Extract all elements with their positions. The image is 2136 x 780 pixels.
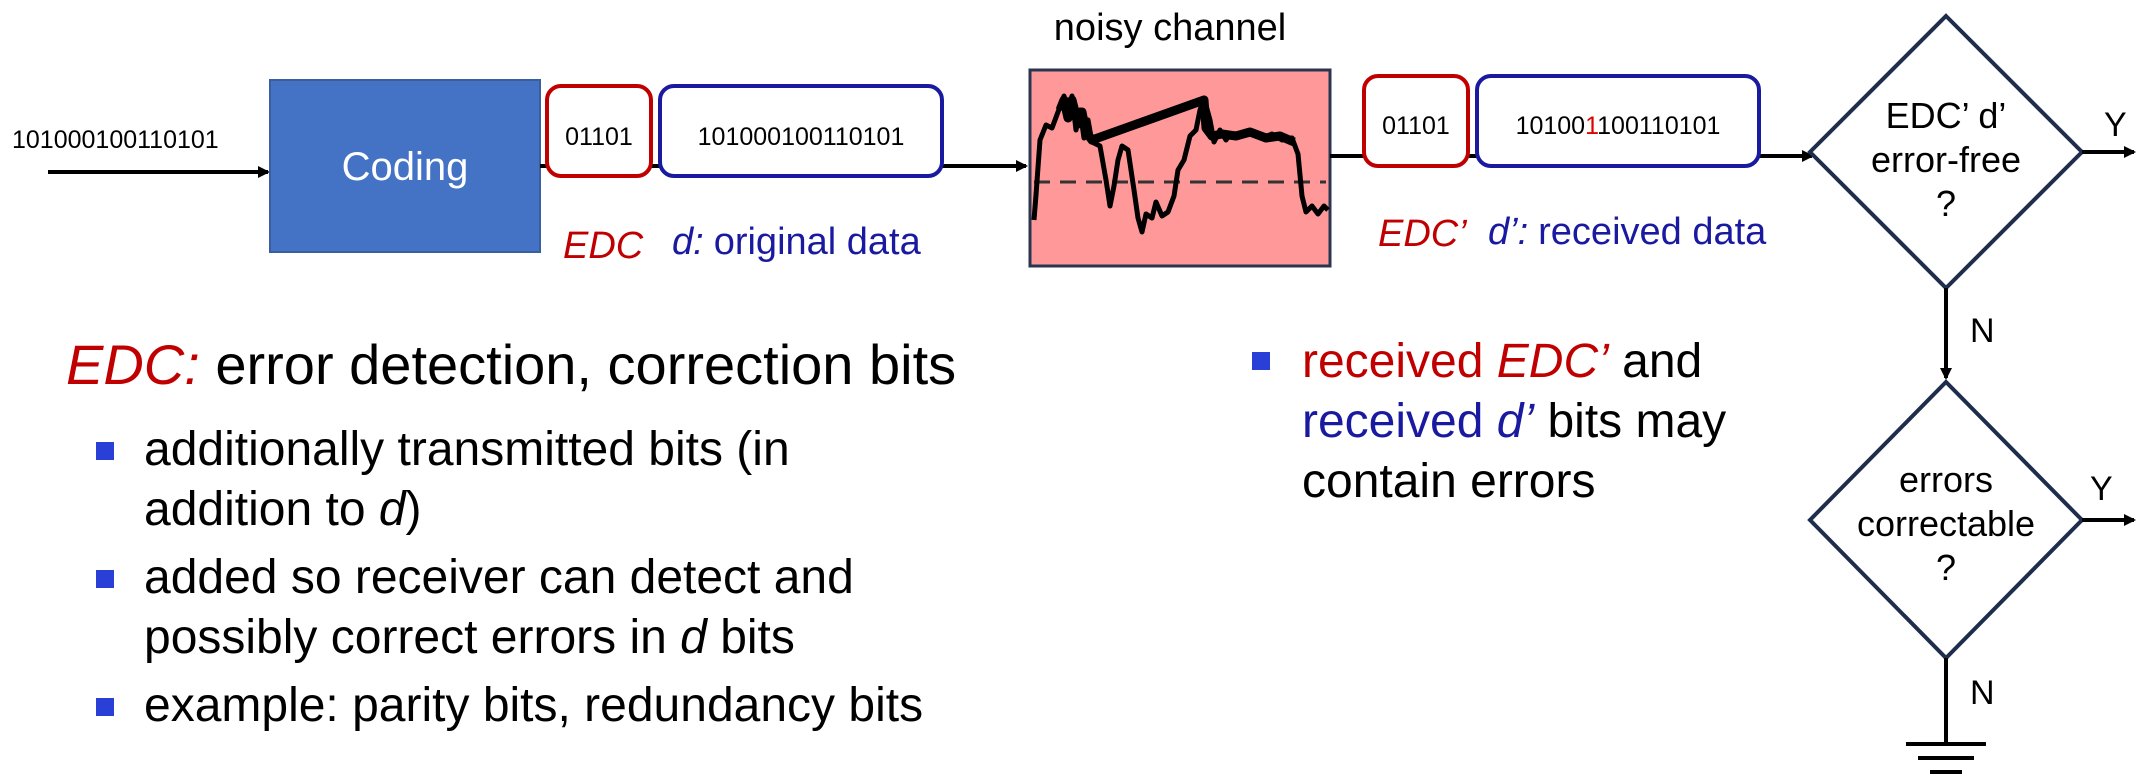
edc-definition-text: error detection, correction bits: [199, 333, 957, 396]
bullet-2-line-2: possibly correct errors in d bits: [144, 608, 1146, 668]
recv-edc-bits: 01101: [1382, 112, 1450, 140]
recv-data-pre: 10100: [1516, 112, 1586, 140]
d-label-text: original data: [714, 221, 922, 263]
bullet-2-var: d: [680, 611, 707, 664]
decision2-yes-label: Y: [2090, 470, 2113, 508]
bullet-square-icon: [96, 442, 114, 460]
bullet-1-line-1: additionally transmitted bits (in: [144, 423, 790, 476]
edc-bullet-list: additionally transmitted bits (in additi…: [96, 420, 1146, 736]
recv-data-bits: 101001100110101: [1516, 112, 1721, 140]
channel-noise-signal-thick: [1055, 95, 1296, 147]
received-edc-term: EDC’: [1496, 335, 1609, 388]
coding-label: Coding: [342, 145, 469, 189]
decision1-line3: ?: [1936, 183, 1956, 224]
bullet-square-icon: [96, 570, 114, 588]
decision1-line2: error-free: [1871, 139, 2021, 180]
received-bits-may: bits may: [1534, 395, 1727, 448]
bullet-1-close: ): [405, 483, 422, 536]
recv-data-post: 100110101: [1597, 112, 1720, 140]
bullet-3-line-1: example: parity bits, redundancy bits: [144, 679, 924, 732]
channel-label: noisy channel: [1054, 7, 1286, 49]
received-and: and: [1608, 335, 1703, 388]
recv-data-box: [1475, 74, 1761, 168]
edc-prime-label: EDC’: [1378, 213, 1467, 255]
decision2-line1: errors: [1899, 459, 1993, 500]
bullet-2-line-1: added so receiver can detect and: [144, 551, 854, 604]
decision2-line2: correctable: [1857, 503, 2035, 544]
discard-ground-icon: [1906, 742, 1986, 774]
received-line-2: received d’ bits may: [1302, 392, 1812, 452]
edc-definition: EDC: error detection, correction bits: [66, 332, 956, 398]
d-label: d:original data: [672, 221, 922, 263]
dprime-label-var: d’:: [1488, 211, 1528, 253]
dprime-label: d’:received data: [1488, 211, 1767, 253]
bullet-1-var: d: [378, 483, 406, 536]
bullet-2-text: possibly correct errors in: [144, 611, 681, 664]
decision2-no-label: N: [1970, 674, 1995, 712]
d-label-var: d:: [672, 221, 704, 263]
decision1-line1: EDC’ d’: [1886, 95, 2007, 136]
data-bits: 101000100110101: [698, 123, 905, 151]
coding-box: [269, 79, 541, 253]
bullet-1-line-2: addition to d): [144, 480, 1146, 540]
bullet-2-end: bits: [706, 611, 795, 664]
edc-bits: 01101: [565, 123, 633, 151]
dprime-label-text: received data: [1538, 211, 1767, 253]
bullet-square-icon: [96, 698, 114, 716]
received-d-prefix: received: [1302, 395, 1497, 448]
input-bits-label: 101000100110101: [12, 126, 219, 154]
received-line-3: contain errors: [1302, 455, 1596, 508]
bullet-item-3: example: parity bits, redundancy bits: [96, 676, 1146, 736]
recv-data-err-bit: 1: [1585, 112, 1598, 140]
bullet-item-1: additionally transmitted bits (in additi…: [96, 420, 1146, 540]
received-edc-prefix: received: [1302, 335, 1497, 388]
received-d-term: d’: [1496, 395, 1535, 448]
received-line-1: received EDC’ and: [1302, 332, 1812, 392]
decision1-no-label: N: [1970, 312, 1995, 350]
data-bits-box: [658, 84, 944, 178]
bullet-1-text2: addition to: [144, 483, 379, 536]
received-bullet: received EDC’ and received d’ bits may c…: [1252, 332, 1812, 512]
received-bullet-item: received EDC’ and received d’ bits may c…: [1252, 332, 1812, 512]
recv-edc-box: [1362, 74, 1470, 168]
edc-definition-term: EDC:: [66, 333, 200, 396]
decision2-line3: ?: [1936, 547, 1956, 588]
decision1-yes-label: Y: [2104, 106, 2127, 144]
bullet-item-2: added so receiver can detect and possibl…: [96, 548, 1146, 668]
bullet-square-icon: [1252, 352, 1270, 370]
edc-bits-box: [545, 84, 653, 178]
edc-label: EDC: [563, 225, 644, 267]
